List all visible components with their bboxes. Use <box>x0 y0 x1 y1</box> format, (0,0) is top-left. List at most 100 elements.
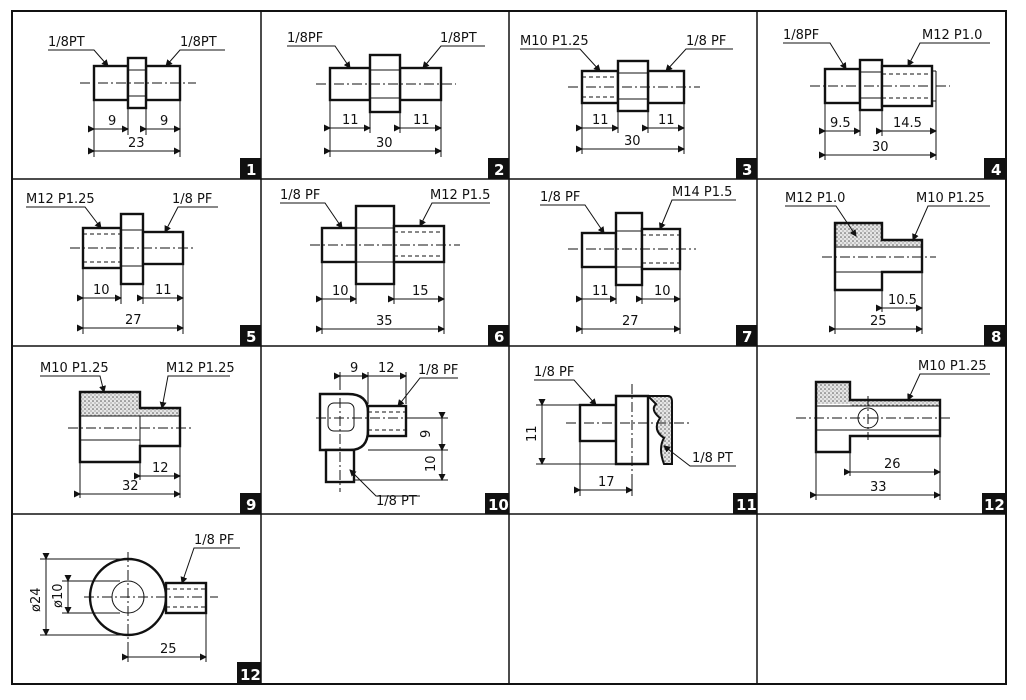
part-6-number: 6 <box>494 328 504 346</box>
part-1-label-right: 1/8PT <box>180 35 217 50</box>
part-6-label-right: M12 P1.5 <box>430 188 490 203</box>
part-12b-dim-outer: ø24 <box>29 588 44 613</box>
part-10-number: 10 <box>488 496 509 514</box>
part-8-label-left: M12 P1.0 <box>785 191 845 206</box>
part-8-dim-total: 25 <box>870 314 887 329</box>
part-9-dim-right: 12 <box>152 461 169 476</box>
part-10-dim-side-upper: 9 <box>419 430 434 438</box>
part-11-number: 11 <box>736 496 757 514</box>
part-2-dim-left: 11 <box>342 113 359 128</box>
part-4-dim-total: 30 <box>872 140 889 155</box>
part-3-label-right: 1/8 PF <box>686 34 726 49</box>
part-7-dim-left: 11 <box>592 284 609 299</box>
part-3-dim-total: 30 <box>624 134 641 149</box>
part-12a-dim-total: 33 <box>870 480 887 495</box>
part-1-dim-left: 9 <box>108 114 116 129</box>
part-11-dim-height: 11 <box>525 425 540 442</box>
part-2-dim-right: 11 <box>413 113 430 128</box>
part-12a-label: M10 P1.25 <box>918 359 987 374</box>
part-12b-number: 12 <box>240 666 261 684</box>
part-11-drawing <box>534 379 736 496</box>
part-1-number: 1 <box>246 161 256 179</box>
part-8-number-badge <box>984 325 1006 346</box>
part-8-dim-right: 10.5 <box>888 293 917 308</box>
part-9-drawing <box>40 375 230 498</box>
part-12b-drawing <box>40 547 240 662</box>
part-5-dim-right: 11 <box>155 283 172 298</box>
part-1-label-left: 1/8PT <box>48 35 85 50</box>
part-5-cell: M12 P1.25 1/8 PF 10 11 27 5 <box>26 192 261 346</box>
part-3-dim-left: 11 <box>592 113 609 128</box>
part-5-label-left: M12 P1.25 <box>26 192 95 207</box>
part-5-dim-total: 27 <box>125 313 142 328</box>
part-4-number-badge <box>984 158 1006 179</box>
part-7-number: 7 <box>742 328 752 346</box>
part-6-dim-left: 10 <box>332 284 349 299</box>
part-5-number: 5 <box>246 328 256 346</box>
part-2-drawing <box>287 45 485 157</box>
part-7-drawing <box>540 199 736 334</box>
part-4-dim-right: 14.5 <box>893 116 922 131</box>
part-4-drawing <box>783 42 990 160</box>
part-10-drawing <box>316 372 458 497</box>
part-8-label-right: M10 P1.25 <box>916 191 985 206</box>
part-1-dim-right: 9 <box>160 114 168 129</box>
part-12a-drawing <box>796 373 990 500</box>
part-11-dim-width: 17 <box>598 475 615 490</box>
part-5-label-right: 1/8 PF <box>172 192 212 207</box>
part-1-dim-total: 23 <box>128 136 145 151</box>
part-7-dim-right: 10 <box>654 284 671 299</box>
part-7-label-left: 1/8 PF <box>540 190 580 205</box>
part-8-number: 8 <box>991 328 1001 346</box>
grid-frame <box>11 10 1007 685</box>
part-4-dim-left: 9.5 <box>830 116 851 131</box>
part-11-label-top: 1/8 PF <box>534 365 574 380</box>
part-8-drawing <box>785 205 990 334</box>
part-3-cell: M10 P1.25 1/8 PF 11 11 30 3 <box>520 34 757 179</box>
part-2-label-left: 1/8PF <box>287 31 323 46</box>
part-10-label-top: 1/8 PF <box>418 363 458 378</box>
part-12b-dim-length: 25 <box>160 642 177 657</box>
part-2-number-badge <box>488 158 509 179</box>
part-6-label-left: 1/8 PF <box>280 188 320 203</box>
part-11-number-badge <box>733 493 757 514</box>
part-3-number: 3 <box>742 161 752 179</box>
part-6-cell: 1/8 PF M12 P1.5 10 15 35 6 <box>280 188 509 346</box>
part-4-label-left: 1/8PF <box>783 28 819 43</box>
part-6-dim-total: 35 <box>376 314 393 329</box>
part-12a-dim-inner: 26 <box>884 457 901 472</box>
part-3-drawing <box>520 48 733 154</box>
part-12a-number: 12 <box>984 496 1005 514</box>
part-9-number: 9 <box>246 496 256 514</box>
part-11-cell: 1/8 PF 1/8 PT 11 17 11 <box>525 365 757 514</box>
part-7-dim-total: 27 <box>622 314 639 329</box>
part-10-label-bottom: 1/8 PT <box>376 494 417 509</box>
part-3-label-left: M10 P1.25 <box>520 34 589 49</box>
part-6-number-badge <box>488 325 509 346</box>
part-12a-cell: M10 P1.25 26 33 12 <box>796 359 1006 514</box>
part-8-cell: M12 P1.0 M10 P1.25 10.5 25 8 <box>785 191 1006 346</box>
part-10-dim-side-lower: 10 <box>424 455 439 472</box>
part-9-label-left: M10 P1.25 <box>40 361 109 376</box>
part-1-drawing <box>48 49 225 157</box>
part-9-number-badge <box>240 493 261 514</box>
part-1-cell: 1/8PT 1/8PT 9 9 23 1 <box>48 35 261 179</box>
part-10-number-badge <box>485 493 509 514</box>
part-5-drawing <box>26 206 218 334</box>
part-11-label-right: 1/8 PT <box>692 451 733 466</box>
part-9-dim-total: 32 <box>122 479 139 494</box>
part-3-dim-right: 11 <box>658 113 675 128</box>
part-5-dim-left: 10 <box>93 283 110 298</box>
part-2-label-right: 1/8PT <box>440 31 477 46</box>
part-4-cell: 1/8PF M12 P1.0 9.5 14.5 30 4 <box>783 28 1006 179</box>
part-10-dim-top-left: 9 <box>350 361 358 376</box>
part-7-number-badge <box>736 325 757 346</box>
part-10-dim-top-right: 12 <box>378 361 395 376</box>
part-1-number-badge <box>240 158 261 179</box>
part-12b-number-badge <box>237 662 261 684</box>
part-5-number-badge <box>240 325 261 346</box>
part-9-label-right: M12 P1.25 <box>166 361 235 376</box>
part-12b-cell: 1/8 PF ø24 ø10 25 12 <box>29 533 261 684</box>
part-10-cell: 1/8 PF 1/8 PT 9 12 9 10 10 <box>316 361 509 514</box>
